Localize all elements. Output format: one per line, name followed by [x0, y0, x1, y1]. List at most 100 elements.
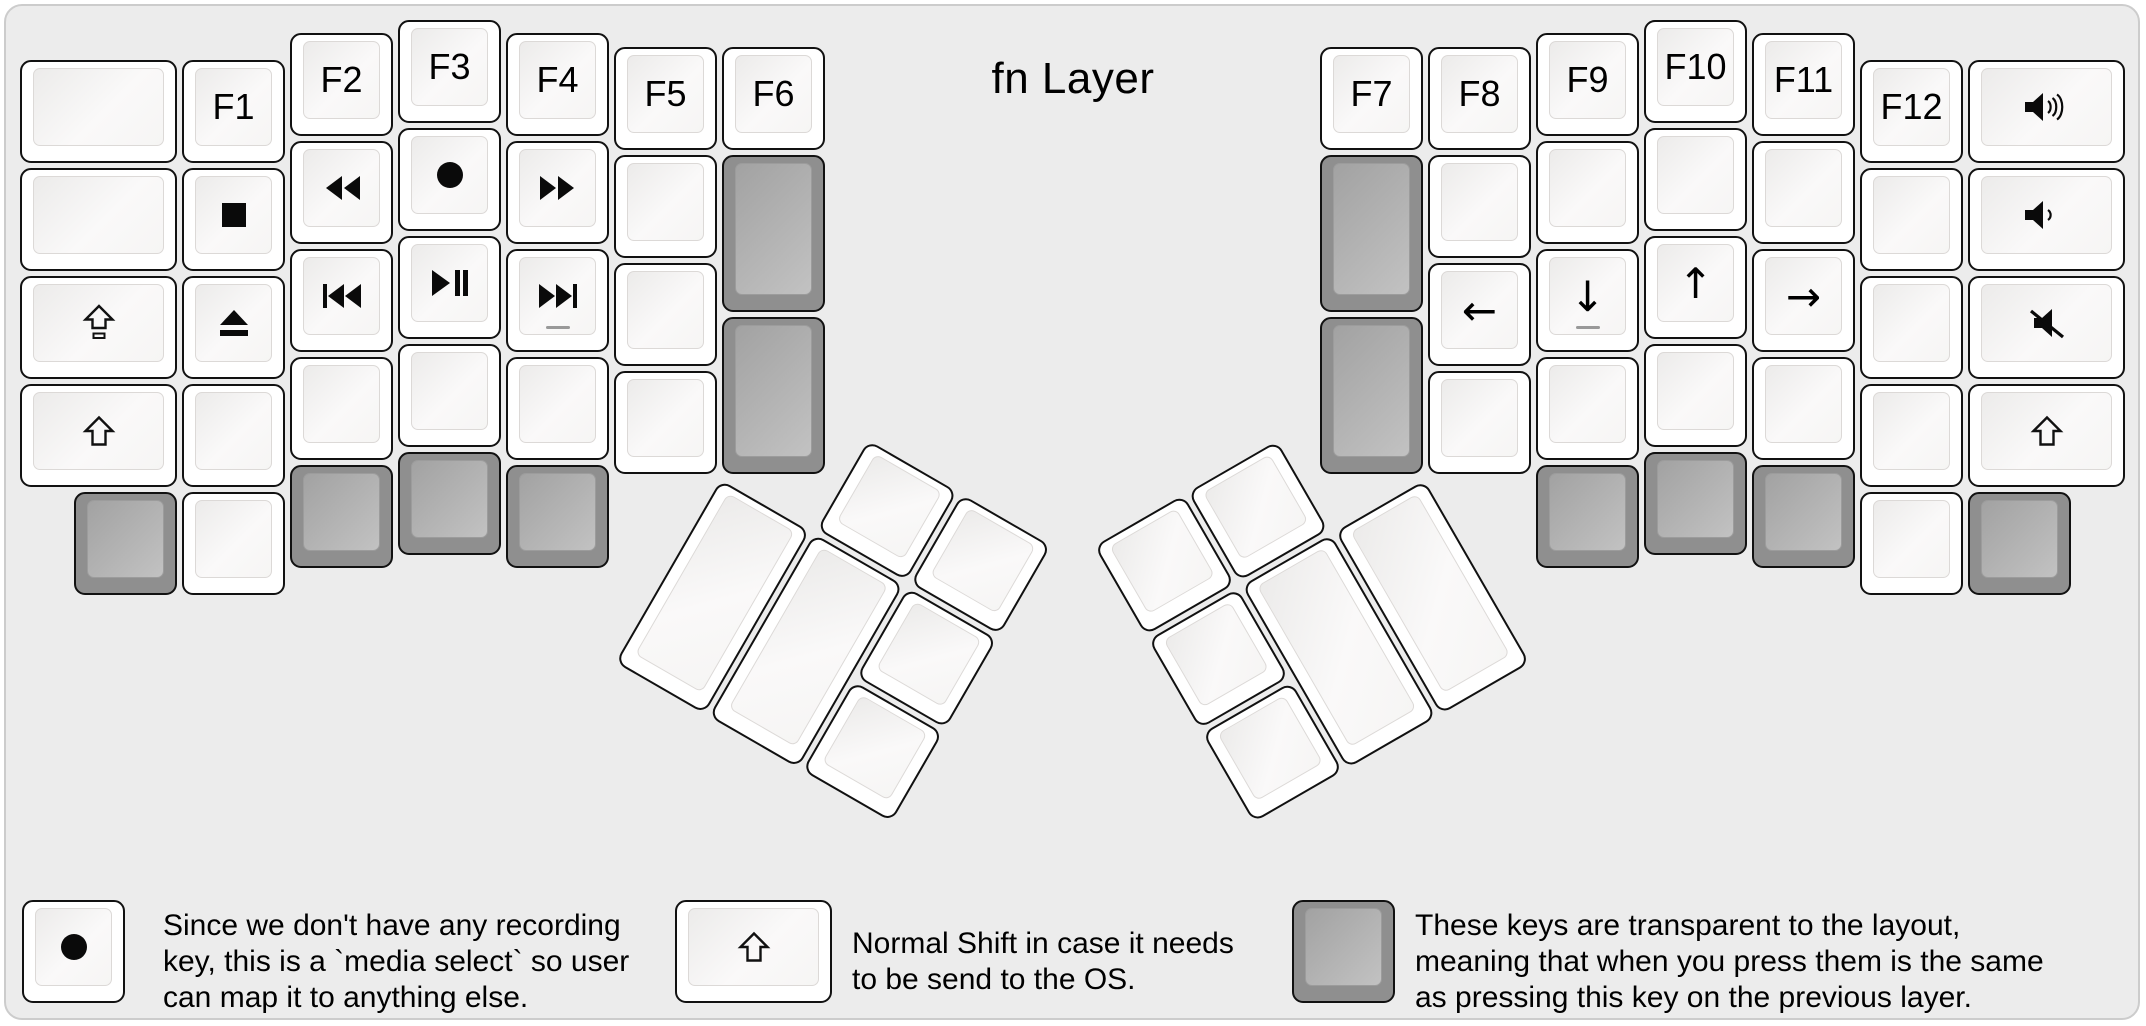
key-arrow-up: ↑ [1644, 236, 1747, 339]
key-r0-tall2-transparent [1320, 317, 1423, 474]
key-l5r4-blank [614, 371, 717, 474]
key-volume-down [1968, 168, 2125, 271]
stop-icon [221, 202, 247, 228]
rewind-icon [323, 175, 361, 201]
key-label: F12 [1880, 86, 1943, 127]
keycap-top [735, 163, 812, 295]
keycap-top [1981, 284, 2112, 362]
keycap-top: F9 [1549, 41, 1626, 119]
key-f2: F2 [290, 33, 393, 136]
keycap-top: F2 [303, 41, 380, 119]
keycap-top [303, 149, 380, 227]
shift-icon [82, 415, 116, 447]
record-icon [436, 161, 464, 189]
next-track-icon [538, 283, 578, 309]
key-f6: F6 [722, 47, 825, 150]
key-r5r3-blank [1860, 276, 1963, 379]
key-r2r5-transparent [1536, 465, 1639, 568]
volume-up-icon [2023, 90, 2071, 124]
fast-forward-icon [539, 175, 577, 201]
keycap-top [1981, 68, 2112, 146]
keycap-top [195, 392, 272, 470]
homing-bar [545, 326, 570, 329]
key-f8: F8 [1428, 47, 1531, 150]
keycap-top [1217, 695, 1324, 802]
keycap-top [33, 392, 164, 470]
keycap-top [876, 601, 982, 708]
keycap-top [303, 257, 380, 335]
play-pause-icon [431, 269, 469, 297]
homing-bar [1575, 326, 1600, 329]
legend-line: Since we don't have any recording [163, 909, 621, 942]
keycap-top [303, 473, 380, 551]
keycap-top [1549, 473, 1626, 551]
keycap-top [33, 176, 164, 254]
keycap-top [519, 257, 596, 335]
key-label: F1 [212, 86, 255, 127]
key-label: ↑ [1677, 258, 1714, 308]
key-f11: F11 [1752, 33, 1855, 136]
keycap-top [1873, 176, 1950, 254]
keycap-top [1657, 352, 1734, 430]
key-l4r4-blank [506, 357, 609, 460]
key-fast-forward [506, 141, 609, 244]
key-r5r4-blank [1860, 384, 1963, 487]
eject-icon [219, 309, 249, 337]
keycap-top [1765, 149, 1842, 227]
record-icon [60, 933, 88, 961]
key-label: ← [1461, 285, 1498, 335]
key-l6-tall1-transparent [722, 155, 825, 312]
key-label: F2 [320, 59, 363, 100]
keycap-top: F12 [1873, 68, 1950, 146]
key-r4r4-blank [1752, 357, 1855, 460]
keycap-top [1981, 176, 2112, 254]
keycap-top: F10 [1657, 28, 1734, 106]
keycap-top [1333, 325, 1410, 457]
keycap-top [627, 163, 704, 241]
keycap-top [688, 908, 819, 986]
key-legend-shift-sample [675, 900, 832, 1003]
key-arrow-down: ↓ [1536, 249, 1639, 352]
legend-line: Normal Shift in case it needs [852, 927, 1234, 960]
key-eject [182, 276, 285, 379]
legend-transparent-text: These keys are transparent to the layout… [1415, 908, 2044, 1016]
keycap-top: F11 [1765, 41, 1842, 119]
keycap-top [822, 694, 928, 801]
keycap-top [411, 244, 488, 322]
keycap-top [1305, 908, 1382, 986]
prev-track-icon [322, 283, 362, 309]
keycap-top [1163, 601, 1270, 708]
key-mute [1968, 276, 2125, 379]
key-label: F9 [1566, 59, 1609, 100]
key-label: F11 [1773, 59, 1834, 100]
keycap-top [411, 352, 488, 430]
key-record [398, 128, 501, 231]
shift-icon [737, 931, 771, 963]
key-prev-track [290, 249, 393, 352]
key-r-bottom-transparent [1968, 492, 2071, 595]
key-label: ↓ [1569, 271, 1606, 321]
keycap-top: F4 [519, 41, 596, 119]
key-label: F4 [536, 59, 579, 100]
keycap-top [1765, 473, 1842, 551]
caps-lock-icon [82, 304, 116, 342]
key-caps-lock [20, 276, 177, 379]
key-label: F7 [1350, 73, 1393, 114]
key-label: F6 [752, 73, 795, 114]
key-next-track [506, 249, 609, 352]
keycap-top [1657, 460, 1734, 538]
key-stop [182, 168, 285, 271]
keycap-top: → [1765, 257, 1842, 335]
key-r1r2-blank [1428, 155, 1531, 258]
key-l5r2-blank [614, 155, 717, 258]
legend-line: These keys are transparent to the layout… [1415, 909, 1961, 942]
key-r5r2-blank [1860, 168, 1963, 271]
key-l-bottom-transparent [74, 492, 177, 595]
key-f12: F12 [1860, 60, 1963, 163]
key-label: F3 [428, 46, 471, 87]
key-f7: F7 [1320, 47, 1423, 150]
keycap-top [1333, 163, 1410, 295]
keycap-top: ↓ [1549, 257, 1626, 335]
keycap-top: F5 [627, 55, 704, 133]
